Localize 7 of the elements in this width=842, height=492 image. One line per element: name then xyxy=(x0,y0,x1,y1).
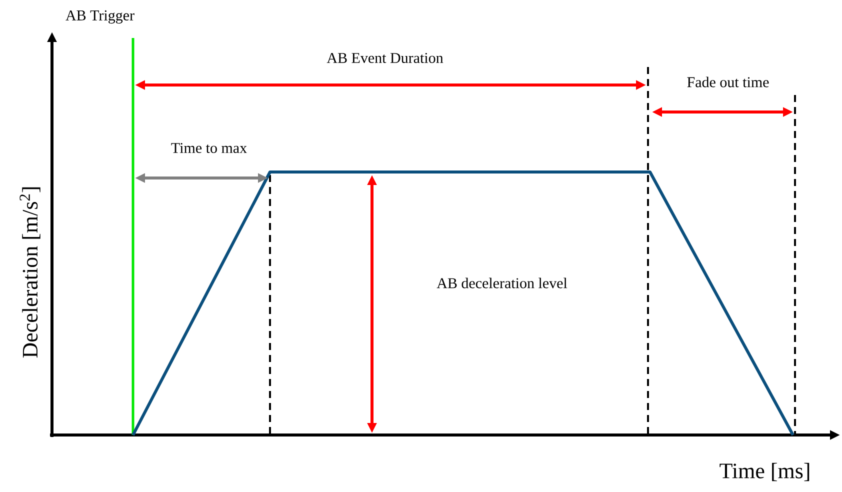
annotation-label: Fade out time xyxy=(687,76,769,88)
axis-label: Time [ms] xyxy=(720,462,810,482)
annotation-label: AB deceleration level xyxy=(436,278,568,288)
annotation-label: AB Trigger xyxy=(66,10,134,24)
annotation-label: AB Event Duration xyxy=(326,52,444,64)
annotation-label: Time to max xyxy=(171,142,247,154)
axis-label: Deceleration [m/s$^{2}$] xyxy=(20,187,40,358)
